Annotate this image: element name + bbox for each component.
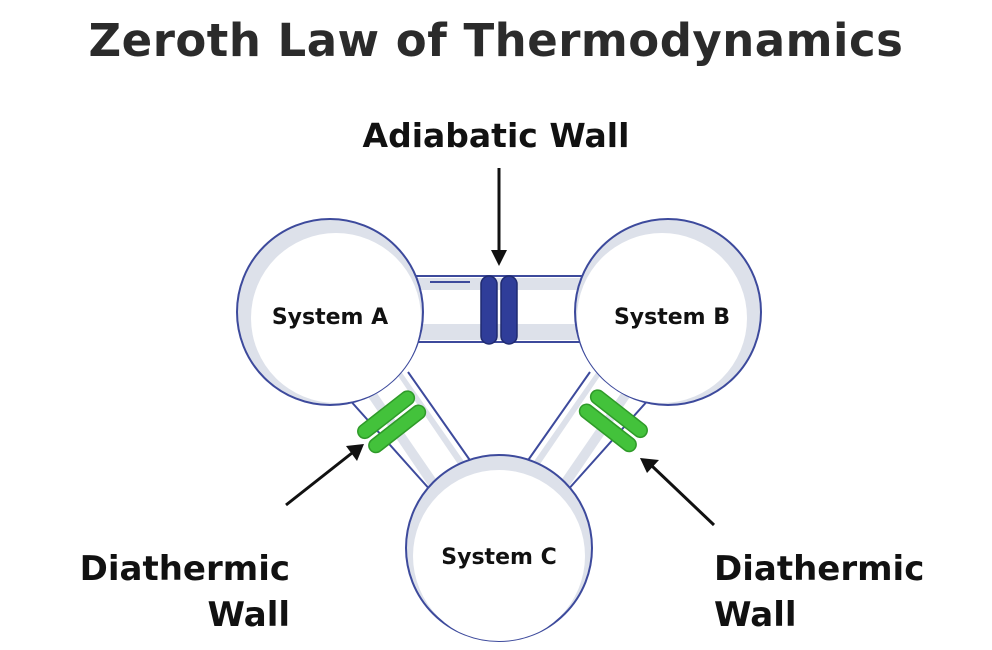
diathermic-wall-left	[357, 390, 427, 454]
diathermic-right-line2: Wall	[714, 595, 797, 635]
diathermic-wall-left-label: Diathermic Wall	[40, 546, 290, 638]
arrow-diathermic-right	[640, 458, 716, 527]
diagram-title: Zeroth Law of Thermodynamics	[88, 14, 904, 67]
arrow-adiabatic	[491, 168, 507, 266]
arrows	[285, 168, 716, 527]
diathermic-wall-right	[578, 389, 648, 453]
tube-outlines	[347, 275, 651, 493]
system-c-label: System C	[441, 545, 556, 570]
system-c-sphere: System C	[405, 454, 593, 642]
diathermic-wall-right-label: Diathermic Wall	[714, 546, 974, 638]
adiabatic-wall-label: Adiabatic Wall	[362, 116, 630, 155]
arrow-diathermic-left	[285, 444, 364, 507]
channel-a-b	[412, 290, 584, 324]
system-b-sphere: System B	[574, 218, 762, 406]
diathermic-left-line1: Diathermic	[79, 549, 290, 589]
diathermic-right-line1: Diathermic	[714, 549, 925, 589]
system-a-label: System A	[272, 305, 388, 330]
adiabatic-wall	[480, 275, 518, 345]
system-a-sphere: System A	[236, 218, 424, 406]
diathermic-left-line2: Wall	[207, 595, 290, 635]
system-b-label: System B	[614, 305, 730, 330]
